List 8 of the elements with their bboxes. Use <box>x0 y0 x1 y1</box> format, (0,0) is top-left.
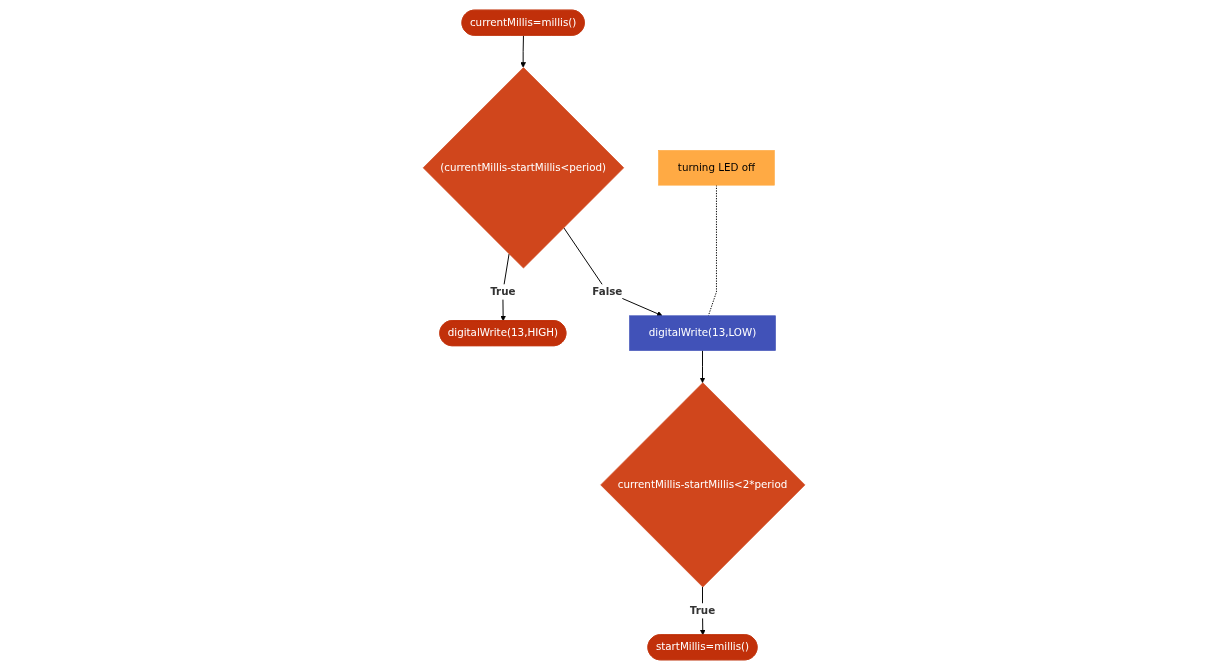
connector <box>707 184 717 317</box>
node-diamond: currentMillis-startMillis<2*period <box>600 382 806 588</box>
edge-label: True <box>490 285 516 298</box>
edge-label: True <box>689 604 716 617</box>
edge-label: False <box>592 285 623 298</box>
node-box: digitalWrite(13,LOW) <box>629 315 776 351</box>
node-box: turning LED off <box>658 150 775 186</box>
node-diamond: (currentMillis-startMillis<period) <box>422 67 625 269</box>
